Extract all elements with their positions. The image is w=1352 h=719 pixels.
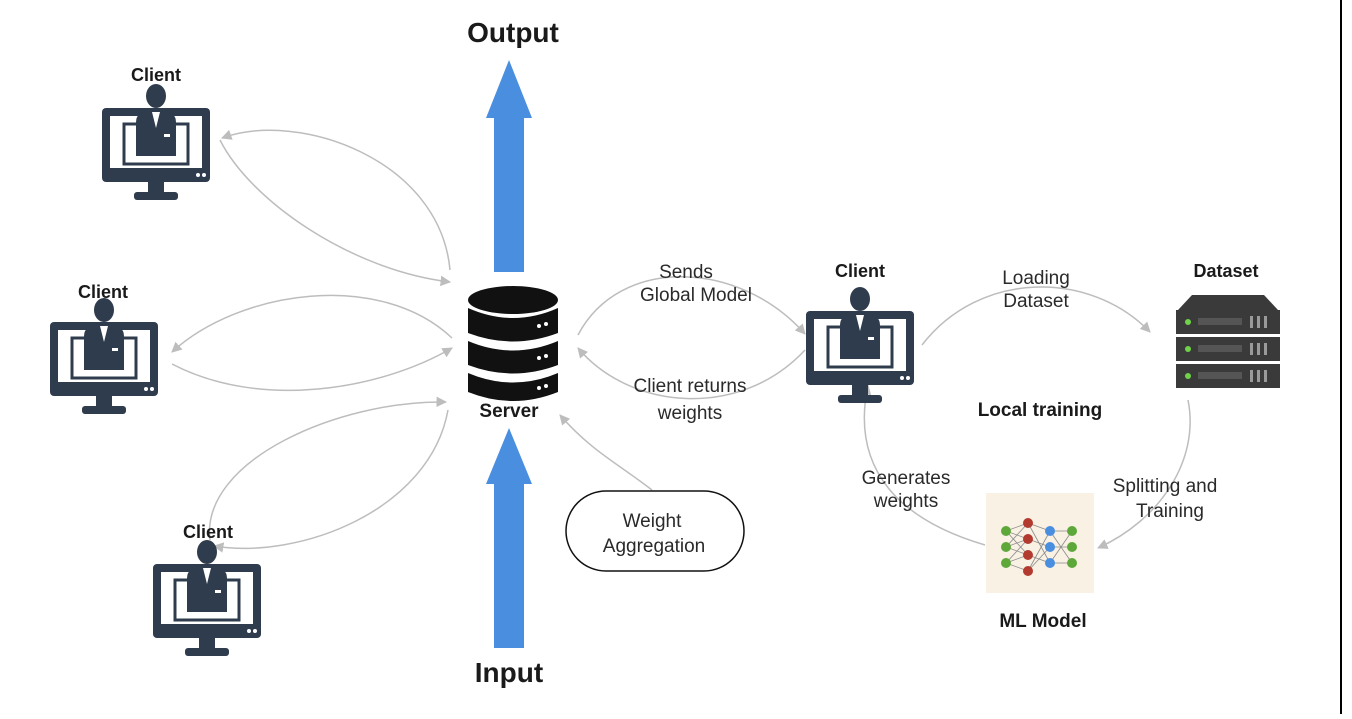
client-top-monitor-icon (100, 82, 212, 202)
client-right-label: Client (835, 261, 885, 281)
returns-label-line2: weights (657, 403, 722, 424)
returns-label-line1: Client returns (634, 376, 747, 397)
generates-label-line1: Generates (862, 468, 951, 489)
client-bottom: Client (151, 522, 263, 658)
edge-server-to-middle-client (171, 294, 453, 353)
input-title: Input (475, 657, 543, 688)
generates-label-line2: weights (873, 491, 938, 512)
ml-model-network-icon (986, 493, 1094, 593)
client-top-label: Client (131, 65, 181, 85)
server-label: Server (479, 401, 539, 422)
output-title: Output (467, 17, 559, 48)
edge-top-client-to-server (219, 139, 452, 287)
edge-client-to-dataset (921, 286, 1151, 346)
output-arrow (486, 60, 532, 272)
aggregation-label-line2: Aggregation (603, 536, 705, 557)
client-middle: Client (48, 282, 160, 416)
server-database-icon (468, 286, 558, 401)
dataset-label: Dataset (1193, 261, 1258, 281)
aggregation-label-line1: Weight (623, 511, 683, 532)
right-connections (559, 276, 1191, 549)
edge-server-to-bottom-client (212, 409, 449, 553)
sends-label-line2: Global Model (640, 285, 752, 306)
dataset-server-rack-icon (1176, 295, 1280, 388)
ml-model-label: ML Model (999, 611, 1086, 632)
right-border-line (1340, 0, 1342, 714)
edge-right-client-to-server (577, 347, 806, 400)
loading-label-line2: Dataset (1003, 291, 1069, 312)
loading-label-line1: Loading (1002, 268, 1070, 289)
splitting-label-line2: Training (1136, 501, 1204, 522)
edge-middle-client-to-server (171, 347, 453, 392)
left-connections (171, 129, 453, 553)
client-middle-label: Client (78, 282, 128, 302)
client-bottom-label: Client (183, 522, 233, 542)
local-training-label: Local training (978, 400, 1103, 421)
client-middle-monitor-icon (48, 296, 160, 416)
client-top: Client (100, 65, 212, 202)
edge-server-to-top-client (221, 129, 451, 271)
weight-aggregation-node: Weight Aggregation (565, 490, 745, 572)
edge-dataset-to-model (1097, 399, 1191, 549)
client-bottom-monitor-icon (151, 538, 263, 658)
edge-model-to-client (860, 383, 986, 546)
edge-aggregation-to-server (559, 414, 653, 491)
input-arrow (486, 428, 532, 648)
edge-server-to-right-client (577, 276, 806, 336)
splitting-label-line1: Splitting and (1113, 476, 1218, 497)
edge-bottom-client-to-server (208, 396, 448, 541)
client-right-monitor-icon (804, 285, 916, 405)
client-right: Client (804, 261, 916, 405)
sends-label-line1: Sends (659, 262, 713, 283)
